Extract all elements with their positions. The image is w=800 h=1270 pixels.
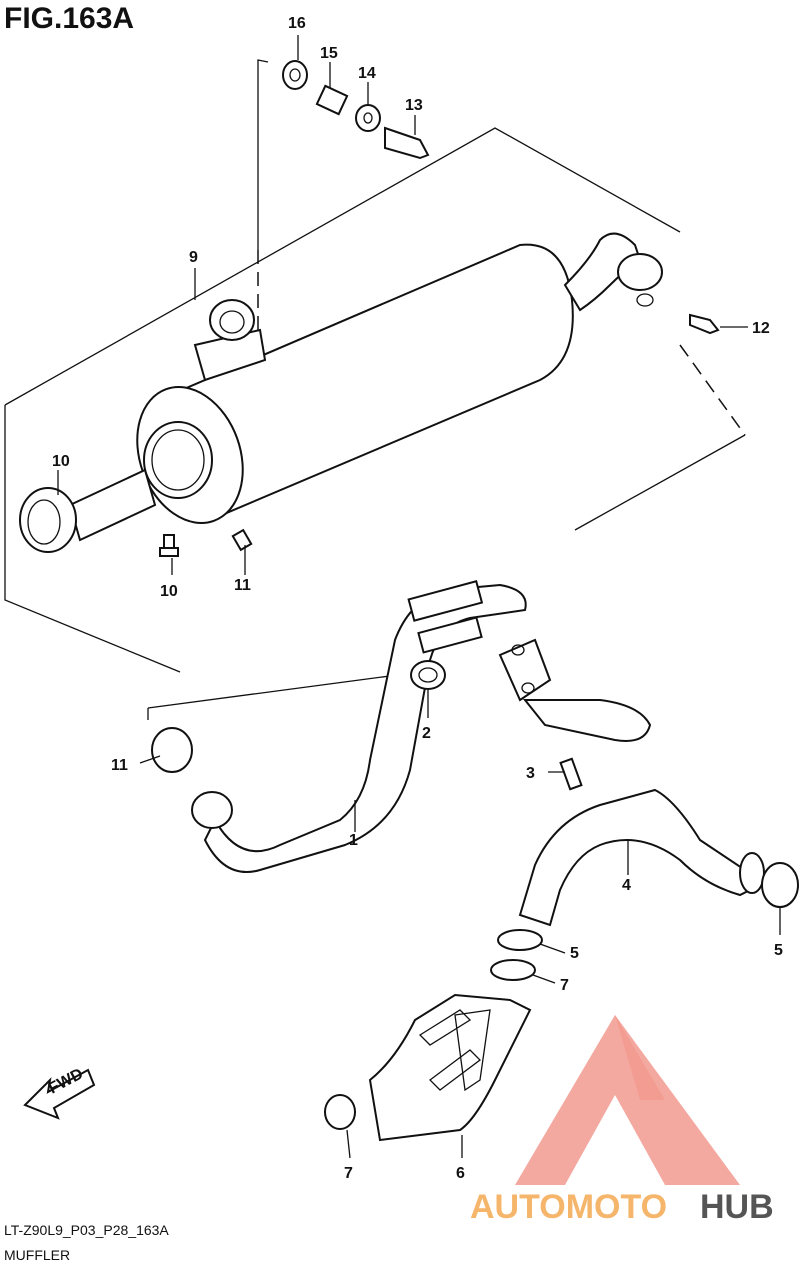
drawing-code: LT-Z90L9_P03_P28_163A	[4, 1222, 169, 1238]
muffler-group-outline	[4, 127, 681, 406]
exhaust-pipe	[191, 580, 652, 873]
watermark-text-hub: HUB	[700, 1188, 774, 1226]
spark-arrester	[19, 468, 157, 553]
bolt-12	[689, 313, 720, 335]
clamp-7a	[490, 959, 536, 981]
callout-9: 10	[52, 453, 70, 470]
clamp-5a	[497, 929, 543, 951]
callout-5a: 5	[570, 945, 579, 962]
watermark-text-automoto: AUTOMOTO	[470, 1188, 667, 1226]
callout-6: 6	[456, 1165, 465, 1182]
bolt-3	[559, 757, 583, 791]
forward-direction-arrow: FWD	[23, 1065, 96, 1120]
callout-7b: 7	[344, 1165, 353, 1182]
callout-15: 15	[320, 45, 338, 62]
callout-2: 2	[422, 725, 431, 742]
mounting-hardware	[282, 60, 430, 160]
callout-10a: 10	[160, 583, 178, 600]
callout-12: 12	[752, 320, 770, 337]
callout-1: 1	[349, 832, 358, 849]
callout-13: 13	[405, 97, 423, 114]
watermark-logo: AUTOMOTO HUB	[470, 1015, 774, 1226]
callout-8: 9	[189, 249, 198, 266]
section-name: MUFFLER	[4, 1247, 71, 1263]
pipe-group-outline	[147, 671, 421, 709]
callout-14: 14	[358, 65, 376, 82]
clamp-5b	[761, 862, 799, 908]
joint-11	[151, 727, 193, 773]
callout-3: 3	[526, 765, 535, 782]
callout-7a: 7	[560, 977, 569, 994]
muffler-body	[136, 232, 663, 524]
callout-10b: 11	[234, 577, 251, 594]
bolt-10b	[231, 528, 253, 552]
figure-title: FIG.163A	[4, 2, 135, 35]
callout-11: 11	[111, 757, 128, 774]
clamp-7b	[324, 1094, 356, 1130]
gasket	[410, 660, 446, 690]
callout-4: 4	[622, 877, 631, 894]
callout-16: 16	[288, 15, 306, 32]
heat-shield	[368, 993, 532, 1142]
connector-pipe	[518, 788, 765, 927]
bolt-10a	[159, 534, 179, 557]
leader-lines	[57, 35, 781, 1159]
callout-labels: 16 15 14 13 9 12 10 10 11 2 11 3 1 4 5 5…	[52, 15, 783, 1182]
callout-5b: 5	[774, 942, 783, 959]
